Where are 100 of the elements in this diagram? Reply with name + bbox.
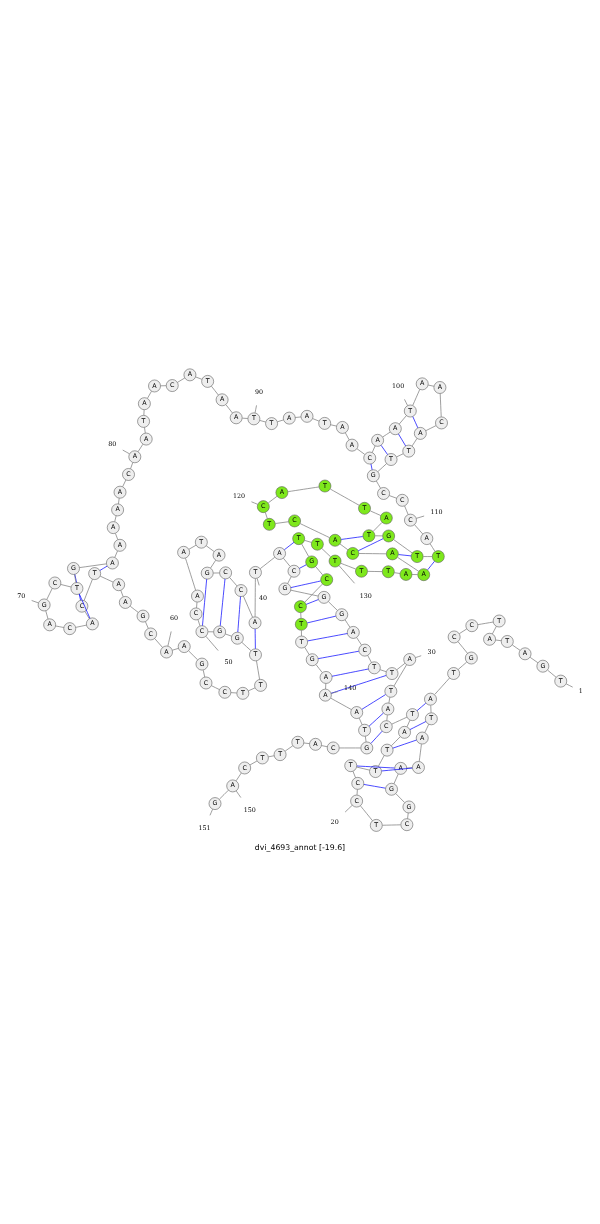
connector: [74, 574, 81, 601]
connector: [177, 377, 186, 383]
connector: [315, 566, 323, 576]
connector: [340, 562, 356, 570]
connector: [356, 789, 358, 796]
connector: [284, 745, 294, 752]
connector: [219, 789, 229, 800]
connector: [381, 767, 413, 772]
connector: [367, 655, 372, 663]
connector: [338, 565, 355, 584]
connector: [416, 702, 427, 711]
connector: [130, 462, 134, 470]
connector: [259, 556, 276, 569]
connector: [210, 559, 216, 569]
connector: [209, 808, 213, 816]
connector: [196, 601, 198, 609]
connector: [118, 497, 120, 505]
connector: [79, 593, 91, 619]
connector: [411, 574, 418, 575]
connector: [304, 646, 310, 655]
connector: [55, 625, 65, 628]
connector: [225, 633, 232, 637]
connector: [330, 488, 360, 506]
connector: [79, 563, 107, 568]
connector: [74, 574, 77, 583]
connector: [429, 543, 436, 552]
connector: [393, 773, 399, 785]
connector: [434, 677, 450, 695]
connector: [382, 824, 402, 826]
connector: [356, 448, 365, 455]
connector: [340, 536, 364, 540]
connector: [393, 572, 401, 574]
connector: [122, 449, 130, 455]
connector: [427, 561, 435, 571]
connector: [312, 418, 320, 422]
connector: [304, 540, 312, 543]
connector: [331, 668, 369, 677]
connector: [317, 650, 360, 659]
connector: [425, 425, 437, 432]
connector: [382, 431, 391, 438]
connector: [388, 696, 391, 704]
connector: [378, 755, 385, 767]
connector: [404, 505, 409, 515]
connector: [415, 515, 425, 519]
connector: [404, 399, 408, 406]
connector: [143, 409, 145, 416]
connector: [365, 735, 367, 743]
connector: [430, 705, 432, 714]
connector: [398, 415, 407, 425]
connector: [300, 612, 302, 619]
connector: [492, 626, 497, 635]
connector: [368, 712, 384, 727]
connector: [264, 512, 268, 519]
connector: [307, 633, 348, 642]
connector: [361, 694, 386, 710]
connector: [275, 521, 289, 524]
connector: [357, 538, 384, 552]
connector: [284, 541, 295, 551]
connector: [99, 565, 108, 571]
connector: [225, 404, 233, 414]
connector: [202, 669, 206, 678]
connector: [369, 510, 382, 516]
connector: [363, 784, 386, 789]
connector: [397, 556, 419, 572]
connector: [380, 445, 388, 455]
connector: [235, 772, 242, 782]
connector: [75, 624, 87, 628]
connector: [377, 463, 387, 472]
connector: [414, 524, 424, 535]
connector: [99, 575, 114, 583]
connector: [154, 638, 163, 648]
connector: [330, 424, 337, 427]
connector: [207, 631, 214, 633]
connector: [325, 683, 327, 690]
connector: [344, 805, 353, 813]
connector: [393, 664, 407, 687]
connector: [398, 433, 406, 447]
connector: [129, 605, 139, 613]
connector: [243, 595, 253, 618]
connector: [235, 790, 242, 798]
connector: [396, 663, 406, 670]
connector: [305, 599, 319, 605]
connector: [306, 615, 337, 624]
connector: [241, 642, 252, 652]
connector: [330, 697, 352, 710]
connector: [370, 730, 383, 744]
connector: [185, 557, 196, 591]
connector: [230, 692, 238, 694]
connector: [167, 631, 172, 647]
connector: [321, 548, 331, 558]
connector: [212, 572, 220, 574]
connector: [390, 736, 401, 747]
connector: [195, 376, 203, 380]
connector: [393, 539, 413, 554]
connector: [45, 610, 49, 620]
connector: [424, 723, 430, 733]
connector: [211, 685, 220, 690]
connector: [512, 644, 521, 651]
connector: [290, 589, 319, 597]
connector: [60, 584, 72, 588]
